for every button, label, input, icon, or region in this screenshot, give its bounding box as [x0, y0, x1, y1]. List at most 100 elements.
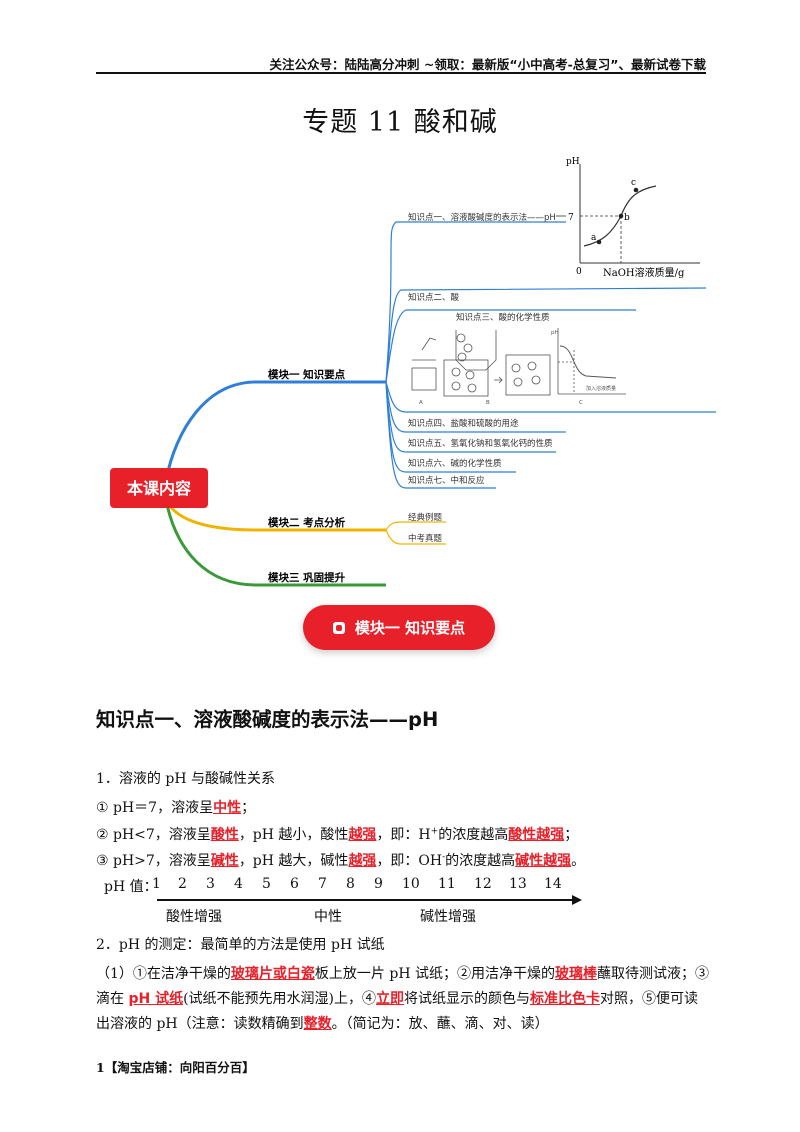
ph-value: 1 — [152, 876, 161, 892]
text: ，pH 越小，酸性 — [238, 827, 349, 843]
ph-scale-arrow — [572, 895, 582, 905]
ph-value: 3 — [206, 876, 215, 892]
highlight: 酸性越强 — [508, 827, 565, 843]
header-rule — [96, 72, 706, 74]
text: ① pH＝7，溶液呈 — [96, 800, 214, 816]
topic-7[interactable]: 知识点七、中和反应 — [408, 475, 485, 486]
paragraph-1: 1．溶液的 pH 与酸碱性关系 — [96, 771, 275, 787]
graph-x-label: NaOH溶液质量/g — [603, 266, 685, 279]
ph-value: 7 — [318, 876, 327, 892]
center-node-label: 本课内容 — [127, 479, 191, 498]
topic-5[interactable]: 知识点五、氢氧化钠和氢氧化钙的性质 — [408, 438, 553, 449]
mini-graph-y: pH — [551, 330, 559, 336]
footer: 1【淘宝店铺：向阳百分百】 — [96, 1060, 255, 1075]
module-1-button[interactable]: 模块一 知识要点 — [303, 605, 495, 650]
ph-scale-label: pH 值： — [104, 879, 158, 895]
graph-y-tick: 7 — [568, 213, 574, 223]
mini-graph-x: 加入溶液质量 — [586, 385, 616, 392]
highlight: 越强 — [348, 827, 377, 843]
text: (试纸不能预先用水润湿)上，④ — [183, 991, 377, 1007]
text: 出溶液的 pH（注意：读数精确到 — [96, 1016, 304, 1032]
topic-2[interactable]: 知识点二、酸 — [408, 292, 460, 303]
text: ，pH 越大，碱性 — [238, 853, 349, 869]
note-icon — [332, 621, 345, 634]
highlight: 中性 — [213, 800, 242, 816]
subtopic-examples[interactable]: 经典例题 — [408, 512, 443, 523]
ph-value: 10 — [402, 876, 420, 892]
text: 滴在 — [96, 991, 129, 1007]
method-line-2: 滴在 pH 试纸(试纸不能预先用水润湿)上，④立即将试纸显示的颜色与标准比色卡对… — [96, 988, 698, 1008]
ph-value: 13 — [509, 876, 527, 892]
ph-value: 2 — [178, 876, 187, 892]
text: 。（简记为：放、蘸、滴、对、读） — [331, 1016, 549, 1032]
text: ； — [564, 827, 579, 843]
text: 板上放一片 pH 试纸；②用洁净干燥的 — [314, 966, 555, 982]
graph-y-label: pH — [566, 157, 580, 167]
branch-module-3[interactable]: 模块三 巩固提升 — [268, 571, 346, 584]
text: ； — [241, 800, 256, 816]
highlight: 玻璃片或白瓷 — [230, 966, 315, 982]
scale-base-label: 碱性增强 — [420, 909, 476, 925]
ph-value: 9 — [374, 876, 383, 892]
module-1-button-label: 模块一 知识要点 — [354, 619, 466, 637]
header-note: 关注公众号：陆陆高分冲刺 ~领取：最新版“小中高考-总复习”、最新试卷下载 — [269, 57, 706, 72]
text: 蘸取待测试液；③ — [597, 966, 709, 982]
ph-value: 5 — [262, 876, 271, 892]
topic-4[interactable]: 知识点四、盐酸和硫酸的用途 — [408, 418, 519, 429]
topic-3[interactable]: 知识点三、酸的化学性质 — [456, 312, 550, 323]
topic-1[interactable]: 知识点一、溶液酸碱度的表示法——pH — [408, 212, 556, 223]
method-line-1: （1）①在洁净干燥的玻璃片或白瓷板上放一片 pH 试纸；②用洁净干燥的玻璃棒蘸取… — [96, 963, 709, 983]
ph-value: 11 — [438, 876, 456, 892]
text: （1）①在洁净干燥的 — [96, 966, 231, 982]
lab-panel-c: C — [579, 400, 583, 406]
graph-origin: 0 — [576, 267, 582, 277]
ph-value: 14 — [544, 876, 562, 892]
ph-value: 4 — [234, 876, 243, 892]
lab-panel-b: B — [486, 400, 490, 406]
highlight: 整数 — [303, 1016, 332, 1032]
highlight: 标准比色卡 — [530, 991, 601, 1007]
ph-value: 8 — [346, 876, 355, 892]
text: ，即：OH — [376, 853, 443, 869]
rule-basic: ③ pH>7，溶液呈碱性，pH 越大，碱性越强，即：OH-的浓度越高碱性越强。 — [96, 850, 585, 870]
graph-point-b: b — [624, 213, 630, 223]
page-title: 专题 11 酸和碱 — [302, 107, 498, 138]
highlight: 碱性 — [210, 853, 239, 869]
highlight: pH 试纸 — [128, 991, 184, 1007]
mindmap: pH 7 0 NaOH溶液质量/g a b c 知识点一、溶液酸碱度的表示法——… — [110, 157, 716, 587]
highlight: 碱性越强 — [515, 853, 572, 869]
paragraph-2: 2．pH 的测定：最简单的方法是使用 pH 试纸 — [96, 937, 385, 953]
subtopic-exams[interactable]: 中考真题 — [408, 533, 443, 544]
ph-value: 6 — [290, 876, 299, 892]
text: 。 — [571, 853, 586, 869]
superscript: - — [442, 852, 446, 863]
lab-illustration — [411, 328, 626, 397]
branch-module-1[interactable]: 模块一 知识要点 — [268, 368, 346, 381]
ph-value: 12 — [474, 876, 492, 892]
scale-acid-label: 酸性增强 — [166, 909, 222, 925]
rule-neutral: ① pH＝7，溶液呈中性； — [96, 797, 255, 817]
text: ② pH<7，溶液呈 — [96, 827, 211, 843]
section-heading: 知识点一、溶液酸碱度的表示法——pH — [96, 708, 439, 731]
highlight: 立即 — [376, 991, 405, 1007]
branch-module-2[interactable]: 模块二 考点分析 — [268, 516, 346, 529]
center-node[interactable] — [110, 468, 208, 508]
text: 的浓度越高 — [445, 853, 516, 869]
graph-point-c: c — [631, 178, 636, 188]
text: 将试纸显示的颜色与 — [404, 991, 531, 1007]
ph-curve-graph: pH 7 0 NaOH溶液质量/g a b c — [566, 157, 700, 279]
text: ③ pH>7，溶液呈 — [96, 853, 211, 869]
text: 对照，⑤便可读 — [600, 991, 699, 1007]
topic-6[interactable]: 知识点六、碱的化学性质 — [408, 458, 502, 469]
scale-neutral-label: 中性 — [314, 909, 342, 925]
text: 的浓度越高 — [438, 827, 509, 843]
highlight: 酸性 — [210, 827, 239, 843]
graph-point-a: a — [591, 233, 597, 243]
lab-panel-a: A — [419, 400, 423, 406]
highlight: 越强 — [348, 853, 377, 869]
method-line-3: 出溶液的 pH（注意：读数精确到整数。（简记为：放、蘸、滴、对、读） — [96, 1013, 549, 1033]
rule-acidic: ② pH<7，溶液呈酸性，pH 越小，酸性越强，即：H+的浓度越高酸性越强； — [96, 824, 578, 844]
text: ，即：H — [376, 827, 431, 843]
superscript: + — [430, 826, 439, 837]
ph-scale-axis — [157, 899, 573, 901]
